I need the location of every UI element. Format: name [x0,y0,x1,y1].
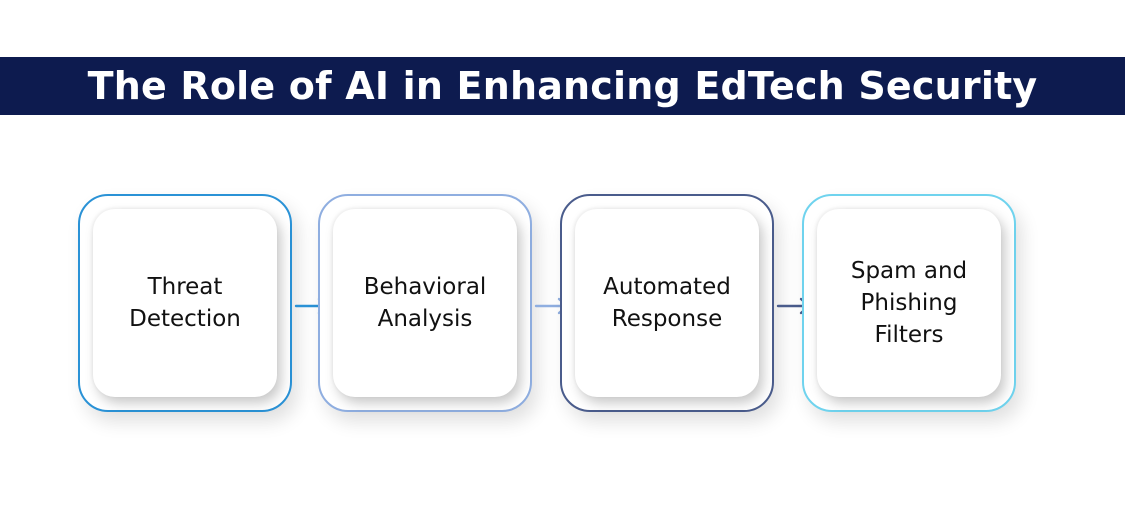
step-card-inner: Behavioral Analysis [333,209,517,397]
step-card-spam-phishing-filters: Spam and Phishing Filters [802,194,1016,412]
step-card-behavioral-analysis: Behavioral Analysis [318,194,532,412]
step-label: Threat Detection [129,274,241,332]
step-label: Spam and Phishing Filters [850,258,968,348]
step-card-inner: Spam and Phishing Filters [817,209,1001,397]
step-card-inner: Threat Detection [93,209,277,397]
diagram-title: The Role of AI in Enhancing EdTech Secur… [87,64,1038,108]
step-label: Behavioral Analysis [363,274,487,332]
step-card-threat-detection: Threat Detection [78,194,292,412]
step-label: Automated Response [603,274,731,332]
title-banner: The Role of AI in Enhancing EdTech Secur… [0,57,1125,115]
step-card-automated-response: Automated Response [560,194,774,412]
step-card-inner: Automated Response [575,209,759,397]
